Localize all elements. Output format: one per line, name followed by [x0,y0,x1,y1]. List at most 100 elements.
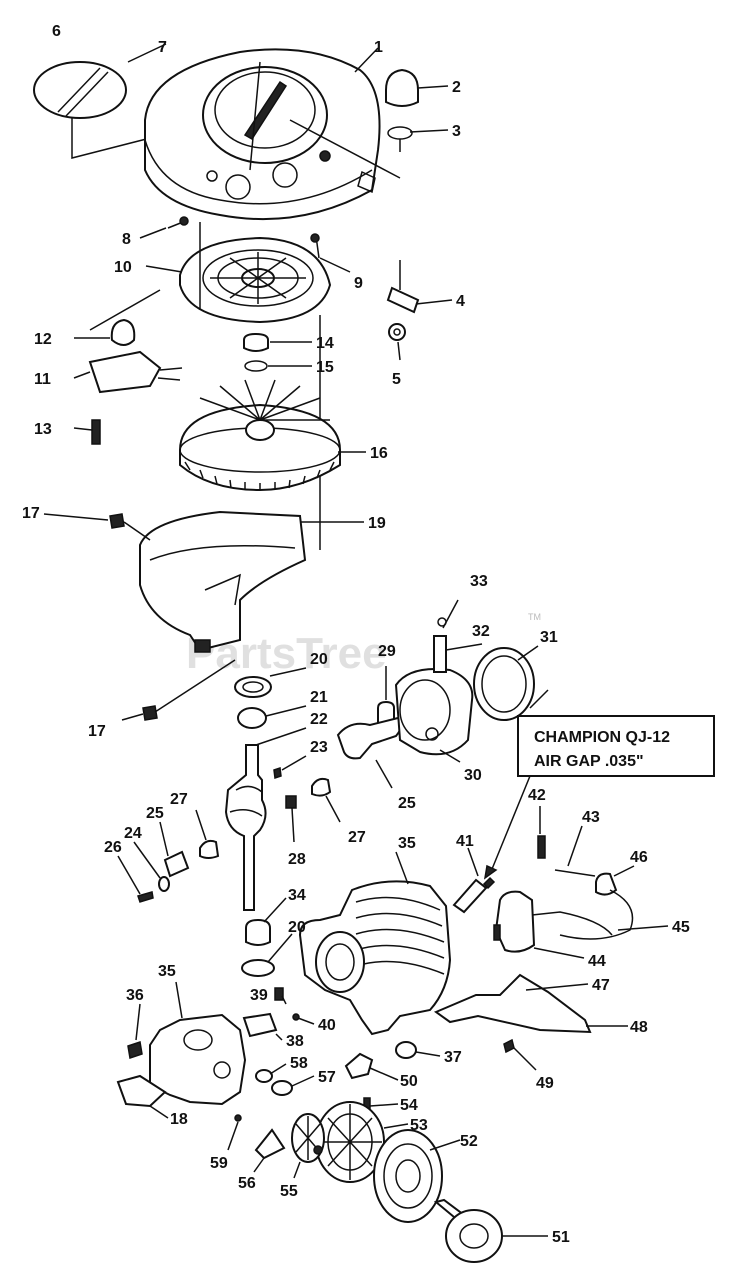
handle-51-part [433,1198,503,1263]
label-59: 59 [210,1155,228,1172]
label-18: 18 [170,1111,188,1128]
washer-57-part [271,1080,293,1096]
leader-lines [43,43,669,1237]
label-47: 47 [592,977,610,994]
pin-40-part [292,1013,300,1021]
label-35-block: 35 [398,835,416,852]
terminal-12-part [110,318,136,346]
air-guide-part [139,510,307,653]
nut-5-part [388,323,406,341]
bracket-4-part [386,286,420,314]
callout-line-2: AIR GAP .035" [534,753,644,770]
label-49: 49 [536,1075,554,1092]
callout-arrowhead [483,864,498,880]
screw-13-part [91,419,101,445]
screw-17-bottom-part [142,705,158,721]
label-53: 53 [410,1117,428,1134]
label-30: 30 [464,767,482,784]
label-4: 4 [456,293,465,310]
label-5: 5 [392,371,401,388]
spark-plug-41-tip [482,876,496,890]
rewind-spring-52-part [373,1129,443,1223]
nut-5-hole [393,328,401,336]
nut-58-part [255,1069,273,1083]
switch-11-wires [157,367,183,381]
bracket-48-part [433,973,592,1034]
seal-20-top-hole [242,681,264,693]
screw-17-top-part [109,513,125,529]
wire-43-part [554,869,596,877]
piston-30-part [394,668,474,756]
label-10: 10 [114,259,132,276]
screw-8-head [179,216,189,226]
callout-line-1: CHAMPION QJ-12 [534,729,670,746]
cap-part [385,68,419,152]
flywheel-part [179,379,341,492]
seal-20-bottom-part [241,959,275,977]
callout-leader [489,775,531,875]
label-3: 3 [452,123,461,140]
label-50: 50 [400,1073,418,1090]
label-40: 40 [318,1017,336,1034]
pin-39-part [274,987,284,1001]
screw-26-part [137,891,154,903]
label-2: 2 [452,79,461,96]
label-7: 7 [158,39,167,56]
label-27-left: 27 [170,791,188,808]
label-27-right: 27 [348,829,366,846]
ignition-module-44-part [493,890,613,953]
washer-24-part [158,876,170,892]
label-24: 24 [124,825,142,842]
label-43: 43 [582,809,600,826]
label-21: 21 [310,689,328,706]
spring-28-part [285,795,297,809]
label-45: 45 [672,919,690,936]
label-41: 41 [456,833,474,850]
label-35-carb: 35 [158,963,176,980]
nut-14-part [243,332,269,352]
label-37: 37 [444,1049,462,1066]
label-20-top: 20 [310,651,328,668]
bearing-34-part [245,918,271,946]
label-28: 28 [288,851,306,868]
label-13: 13 [34,421,52,438]
spark-plug-41-part [452,878,488,914]
pawl-50-part [344,1052,374,1080]
bearing-21-part [237,707,267,729]
crankshaft-part [224,744,267,911]
clip-56-part [254,1128,286,1160]
screw-17-bottom-lead [154,659,236,713]
blower-housing-part [144,48,401,221]
seal-20-top-part [234,676,272,698]
screw-49-part [503,1038,515,1054]
lever-25-left-part [163,850,190,878]
label-25-left: 25 [146,805,164,822]
label-36: 36 [126,987,144,1004]
label-1: 1 [374,39,383,56]
rings-31-part [473,647,535,721]
label-22: 22 [310,711,328,728]
label-54: 54 [400,1097,418,1114]
label-17-bottom: 17 [88,723,106,740]
label-32: 32 [472,623,490,640]
screw-starter-part [313,1145,323,1155]
label-48: 48 [630,1019,648,1036]
washer-15-part [244,360,268,372]
lead-wire-45-part [559,889,634,940]
gasket-38-part [242,1012,278,1038]
label-15: 15 [316,359,334,376]
label-51: 51 [552,1229,570,1246]
label-52: 52 [460,1133,478,1150]
label-9: 9 [354,275,363,292]
carburetor-35-part [149,1013,247,1106]
label-26: 26 [104,839,122,856]
link-27-right-part [311,777,332,797]
bushing-37-part [395,1041,417,1059]
label-33: 33 [470,573,488,590]
label-38: 38 [286,1033,304,1050]
label-19: 19 [368,515,386,532]
cylinder-block-part [298,880,452,1036]
boot-46-part [595,872,618,896]
key-23-part [273,766,282,780]
